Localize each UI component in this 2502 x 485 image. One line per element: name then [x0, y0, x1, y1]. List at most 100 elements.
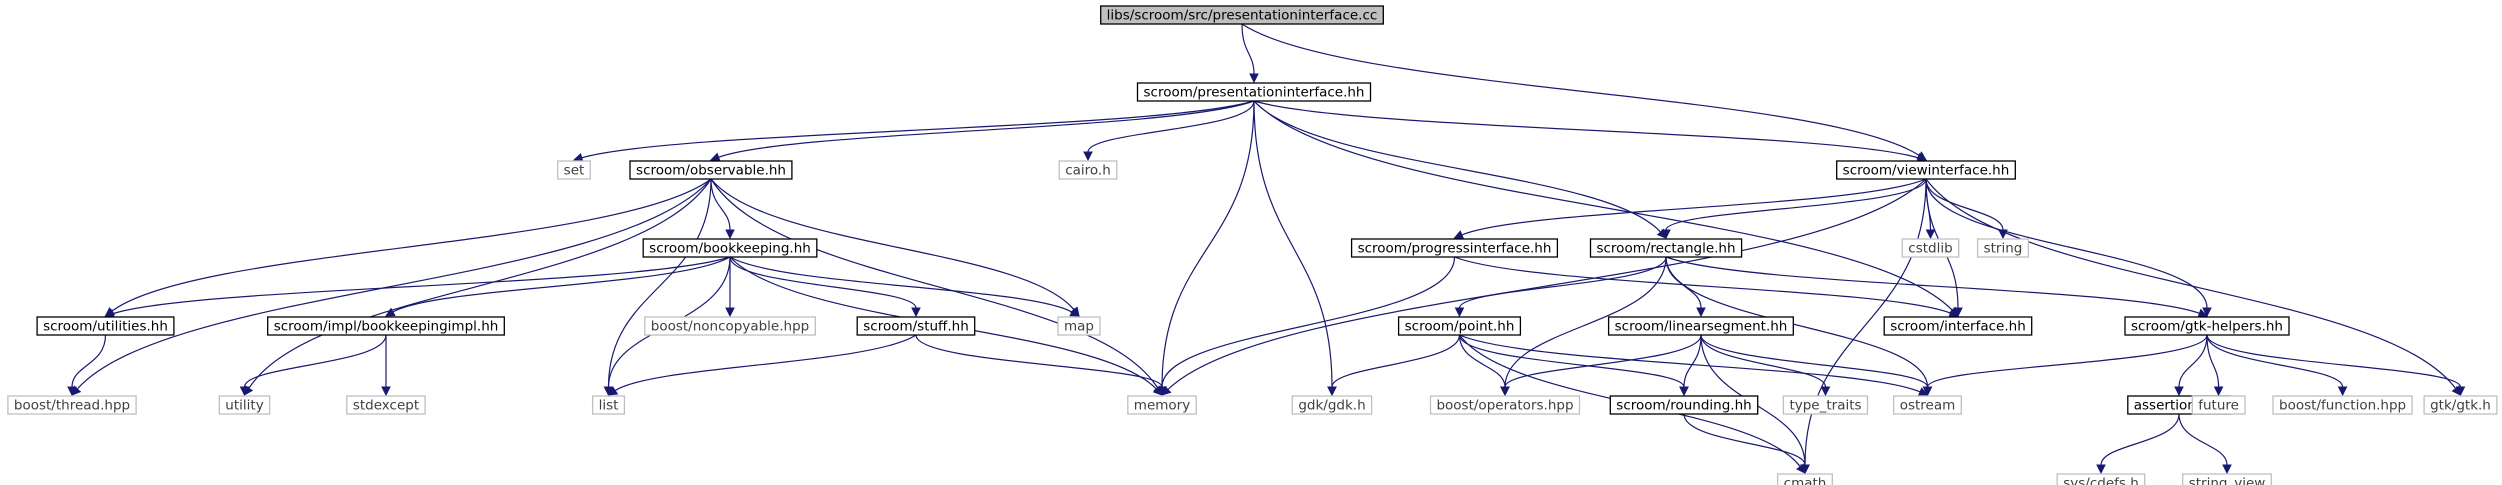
dependency-edge-presentationinterface-hh-to-gdk-h — [1253, 100, 1337, 397]
edge-line — [392, 256, 731, 313]
node-viewinterface-hh[interactable]: scroom/viewinterface.hh — [1836, 160, 2016, 180]
node-presentationinterface-hh[interactable]: scroom/presentationinterface.hh — [1136, 82, 1372, 102]
node-utility[interactable]: utility — [218, 395, 271, 415]
node-box — [1057, 316, 1101, 336]
node-boost-operators[interactable]: boost/operators.hpp — [1429, 395, 1581, 415]
node-boost-function[interactable]: boost/function.hpp — [2272, 395, 2413, 415]
node-box — [2423, 395, 2498, 415]
dependency-edge-gtk-helpers-hh-to-assertions-hh — [2174, 334, 2208, 397]
node-type-traits[interactable]: type_traits — [1782, 395, 1869, 415]
node-stdexcept[interactable]: stdexcept — [346, 395, 426, 415]
edge-line — [710, 178, 1075, 311]
dependency-edge-observable-hh-to-bookkeeping-hh — [710, 178, 735, 240]
dependency-edge-progressinterface-hh-to-interface-hh — [1454, 256, 1960, 318]
node-map[interactable]: map — [1057, 316, 1101, 336]
node-future[interactable]: future — [2191, 395, 2246, 415]
edge-line — [1253, 100, 1953, 311]
dependency-edge-gtk-helpers-hh-to-boost-function — [2206, 334, 2348, 397]
node-memory[interactable]: memory — [1127, 395, 1197, 415]
node-box — [1976, 238, 2030, 258]
node-label: ostream — [1900, 398, 1956, 414]
edge-line — [614, 334, 917, 392]
node-box — [1397, 316, 1522, 336]
node-label: scroom/gtk-helpers.hh — [2131, 319, 2283, 335]
node-point-hh[interactable]: scroom/point.hh — [1397, 316, 1522, 336]
dependency-edge-utilities-hh-to-boost-thread — [67, 334, 107, 397]
node-sys-cdefs[interactable]: sys/cdefs.h — [2056, 473, 2146, 485]
node-utilities-hh[interactable]: scroom/utilities.hh — [36, 316, 175, 336]
edge-line — [1700, 334, 1827, 388]
edge-arrowhead — [2202, 307, 2212, 318]
edge-line — [111, 178, 712, 312]
dependency-edge-linearsegment-hh-to-boost-operators — [1500, 334, 1702, 397]
dependency-edge-point-hh-to-gdk-h — [1327, 334, 1461, 397]
dependency-edge-viewinterface-hh-to-progressinterface-hh — [1453, 178, 1927, 240]
dependency-edge-rectangle-hh-to-point-hh — [1454, 256, 1667, 318]
dependency-edge-presentationinterface-hh-to-set — [572, 100, 1255, 163]
node-ostream[interactable]: ostream — [1893, 395, 1962, 415]
edge-line — [1925, 178, 2004, 231]
node-label: scroom/bookkeeping.hh — [649, 241, 811, 257]
node-box — [36, 316, 175, 336]
dependency-edge-gtk-helpers-hh-to-gtk-h — [2206, 334, 2466, 397]
node-observable-hh[interactable]: scroom/observable.hh — [629, 160, 793, 180]
node-cairo-h[interactable]: cairo.h — [1058, 160, 1118, 180]
node-bookkeeping-hh[interactable]: scroom/bookkeeping.hh — [642, 238, 818, 258]
dependency-edge-rounding-hh-to-cmath — [1683, 413, 1810, 475]
node-label: boost/thread.hpp — [14, 398, 130, 414]
dependency-edge-presentationinterface-hh-to-viewinterface-hh — [1253, 100, 1928, 163]
node-rounding-hh[interactable]: scroom/rounding.hh — [1609, 395, 1759, 415]
edge-line — [1665, 256, 2200, 314]
node-box — [1100, 5, 1384, 25]
node-boost-thread[interactable]: boost/thread.hpp — [7, 395, 137, 415]
node-label: boost/noncopyable.hpp — [651, 319, 809, 335]
edge-arrowhead — [1922, 386, 1933, 397]
node-box — [642, 238, 818, 258]
edge-arrowhead — [1800, 464, 1810, 475]
node-set[interactable]: set — [557, 160, 591, 180]
node-box — [1893, 395, 1962, 415]
node-label: sys/cdefs.h — [2063, 476, 2139, 485]
edge-line — [2178, 334, 2208, 388]
edge-arrowhead — [2222, 464, 2232, 475]
node-string[interactable]: string — [1976, 238, 2030, 258]
edge-arrowhead — [1500, 386, 1510, 397]
edge-arrowhead — [2174, 386, 2184, 397]
node-box — [2191, 395, 2246, 415]
dependency-edge-viewinterface-hh-to-memory — [1161, 178, 1927, 396]
node-label: list — [599, 398, 619, 414]
node-cstdlib[interactable]: cstdlib — [1901, 238, 1960, 258]
edge-line — [1504, 256, 1667, 388]
edge-line — [1459, 334, 1921, 393]
node-label: scroom/utilities.hh — [43, 319, 168, 335]
node-cmath[interactable]: cmath — [1776, 473, 1833, 485]
edge-arrowhead — [1679, 386, 1689, 397]
node-bookkeepingimpl-hh[interactable]: scroom/impl/bookkeepingimpl.hh — [267, 316, 505, 336]
edge-arrowhead — [1453, 230, 1465, 240]
edge-line — [729, 256, 1073, 313]
node-linearsegment-hh[interactable]: scroom/linearsegment.hh — [1607, 316, 1794, 336]
edge-line — [915, 334, 1163, 388]
node-box — [1901, 238, 1960, 258]
edge-line — [1458, 334, 1506, 388]
node-gtk-helpers-hh[interactable]: scroom/gtk-helpers.hh — [2124, 316, 2290, 336]
dependency-edge-gtk-helpers-hh-to-ostream — [1922, 334, 2208, 397]
node-gdk-h[interactable]: gdk/gdk.h — [1291, 395, 1373, 415]
node-rectangle-hh[interactable]: scroom/rectangle.hh — [1589, 238, 1743, 258]
node-boost-noncopyable[interactable]: boost/noncopyable.hpp — [644, 316, 816, 336]
node-stuff-hh[interactable]: scroom/stuff.hh — [856, 316, 976, 336]
node-interface-hh[interactable]: scroom/interface.hh — [1883, 316, 2033, 336]
node-label: scroom/impl/bookkeepingimpl.hh — [274, 319, 499, 335]
node-box — [1127, 395, 1197, 415]
node-root: libs/scroom/src/presentationinterface.cc — [1100, 5, 1384, 25]
node-gtk-h[interactable]: gtk/gtk.h — [2423, 395, 2498, 415]
dependency-edge-observable-hh-to-utility — [243, 178, 712, 396]
node-progressinterface-hh[interactable]: scroom/progressinterface.hh — [1350, 238, 1559, 258]
node-box — [1607, 316, 1794, 336]
edge-arrowhead — [911, 307, 921, 318]
node-list[interactable]: list — [591, 395, 626, 415]
edge-arrowhead — [1083, 151, 1093, 162]
node-string-view[interactable]: string_view — [2182, 473, 2272, 485]
edge-line — [1665, 256, 1929, 388]
